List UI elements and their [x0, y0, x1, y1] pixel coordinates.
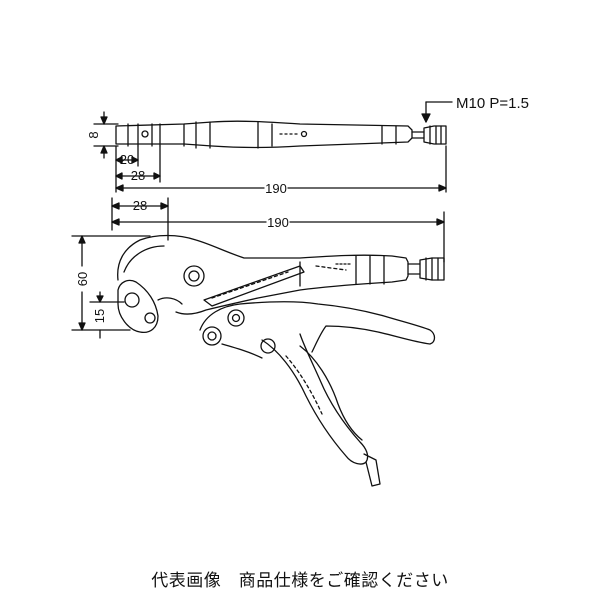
- dim-thickness: [93, 111, 119, 159]
- dim-side-28: [111, 202, 169, 210]
- top-view-body: [115, 120, 413, 149]
- dim-190-top: [115, 184, 447, 192]
- dim-side-190-label: 190: [267, 215, 289, 230]
- dim-20: [115, 156, 139, 164]
- side-view: [71, 197, 445, 487]
- link-plate: [203, 265, 305, 307]
- release-lever: [261, 333, 381, 487]
- dim-side-190: [111, 218, 445, 226]
- dim-190-top-label: 190: [265, 181, 287, 196]
- thread-spec-label: M10 P=1.5: [456, 95, 529, 112]
- side-view-screw: [407, 257, 445, 281]
- dim-thickness-label: 8: [86, 131, 101, 138]
- lower-handle: [199, 301, 436, 359]
- lower-jaw: [117, 279, 183, 334]
- dim-side-60-label: 60: [75, 272, 90, 286]
- dim-side-60: [71, 235, 151, 331]
- dim-28-label: 28: [131, 168, 145, 183]
- top-view-screw: [411, 125, 447, 145]
- dim-28: [115, 172, 161, 180]
- dim-20-label: 20: [120, 152, 134, 167]
- thread-leader: [421, 101, 453, 123]
- top-view: [93, 101, 453, 193]
- dim-side-28-label: 28: [133, 198, 147, 213]
- dim-side-15-label: 15: [92, 309, 107, 323]
- caption-representative-image: 代表画像 商品仕様をご確認ください: [151, 571, 449, 591]
